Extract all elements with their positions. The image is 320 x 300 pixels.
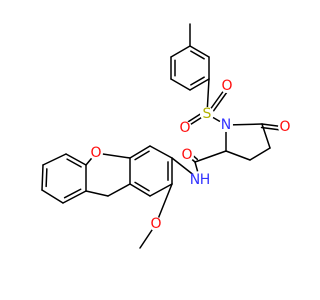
bond [149,183,173,197]
bond [107,183,131,197]
bond [45,168,48,188]
bond [85,190,109,197]
bond [189,45,210,58]
atom-o-sulfonyl-upper: O [221,78,232,94]
bond [170,78,191,91]
molecule-canvas: N S O O O O N H O O [41,23,292,249]
atom-o-furan: O [90,145,101,161]
bond [190,50,205,60]
bond [42,153,67,166]
bond [249,147,271,161]
bond [155,183,173,225]
bond [190,76,205,86]
bond [134,150,150,161]
atom-o-sulfonyl-lower: O [179,120,190,136]
atom-o-ring-carbonyl: O [279,119,290,135]
bond [149,145,173,159]
bond [65,153,87,166]
atom-n-amide: N [190,172,200,188]
bond-layer [41,23,286,249]
bond [134,181,150,192]
bond [41,164,44,191]
bond [129,183,151,197]
bond [62,190,87,204]
bond [129,145,151,159]
atom-o-methoxy: O [150,216,161,232]
atom-s-sulfonyl: S [203,106,212,122]
atom-n-pyrrolidinone: N [221,117,231,133]
bond [225,150,251,161]
bond [170,45,191,58]
bond [63,188,82,199]
atom-o-amide: O [181,147,192,163]
structure-diagram: N S O O O O N H O O [41,23,292,249]
bond [41,189,64,204]
bond [194,150,227,163]
atom-label-layer: N S O O O O N H O O [89,78,292,232]
bond [189,78,210,91]
atom-h-amide: H [200,172,211,188]
bond [66,158,82,168]
